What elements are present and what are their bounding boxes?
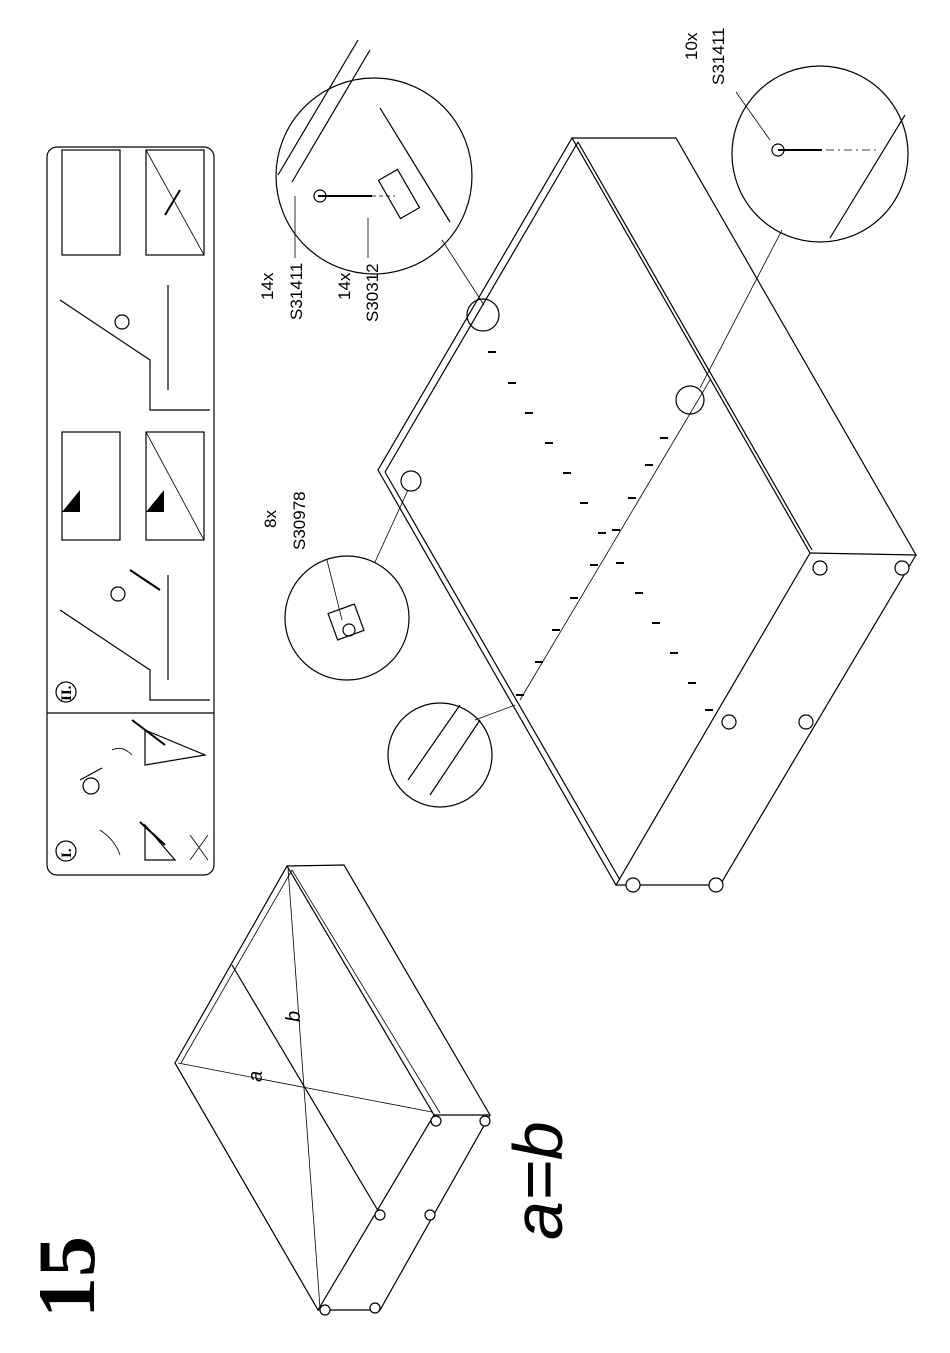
part-code-1: S31411: [287, 263, 306, 320]
part-qty-4: 10x: [682, 32, 701, 60]
part-code-4: S31411: [709, 28, 728, 85]
part-qty-2: 14x: [335, 272, 354, 300]
part-code-3: S30978: [290, 491, 309, 550]
part-qty-1: 14x: [258, 272, 277, 300]
part-code-2: S30312: [363, 263, 382, 322]
part-qty-3: 8x: [261, 510, 280, 528]
